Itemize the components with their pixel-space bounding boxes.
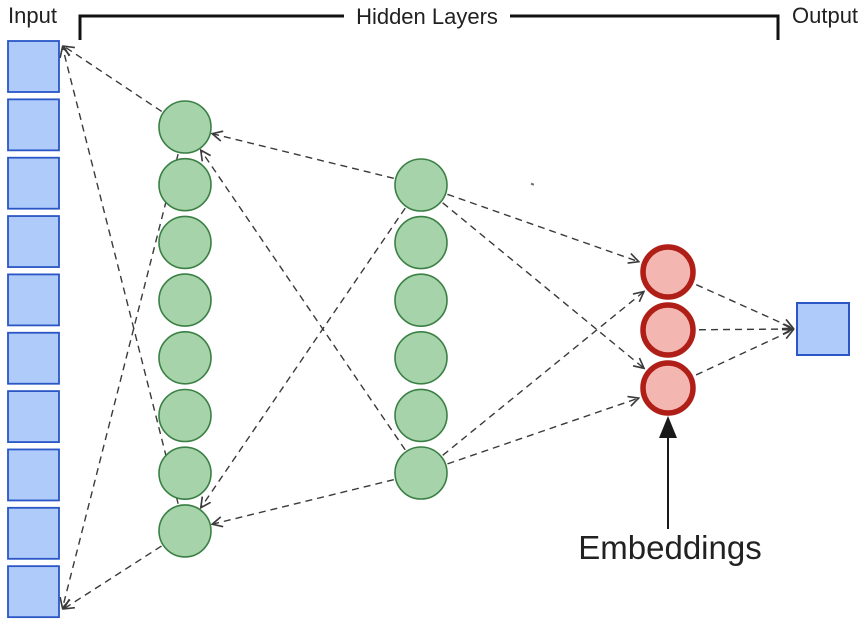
hidden-node bbox=[394, 330, 448, 385]
connector-line bbox=[442, 202, 644, 369]
hidden-layer-2 bbox=[394, 158, 448, 500]
input-node bbox=[7, 215, 60, 268]
hidden-node bbox=[158, 446, 212, 501]
hidden-node bbox=[158, 504, 212, 558]
connector-line bbox=[201, 150, 406, 451]
input-node bbox=[7, 331, 60, 385]
hidden-node bbox=[394, 446, 448, 500]
connector-line bbox=[442, 292, 644, 456]
hidden-node bbox=[158, 388, 212, 443]
input-node bbox=[7, 448, 60, 502]
connector-line bbox=[695, 330, 793, 376]
embeddings-arrowhead bbox=[659, 416, 677, 438]
connector-line bbox=[447, 193, 638, 261]
input-node bbox=[7, 506, 60, 560]
input-label: Input bbox=[8, 3, 57, 28]
input-node bbox=[7, 565, 60, 619]
connector-line bbox=[62, 153, 179, 608]
input-node bbox=[7, 390, 60, 444]
input-node bbox=[7, 273, 60, 327]
hidden-node bbox=[158, 100, 212, 154]
connector-lines bbox=[62, 46, 793, 609]
connector-line bbox=[698, 329, 793, 330]
input-node bbox=[7, 98, 60, 152]
hidden-node bbox=[394, 215, 448, 270]
hidden-node bbox=[158, 273, 212, 327]
connector-line bbox=[201, 207, 406, 508]
output-layer bbox=[796, 302, 850, 356]
hidden-layers-label: Hidden Layers bbox=[356, 4, 498, 29]
input-node bbox=[7, 156, 60, 210]
hidden-node bbox=[158, 157, 212, 212]
hidden-node bbox=[158, 330, 212, 385]
embeddings-label: Embeddings bbox=[578, 529, 761, 566]
connector-line bbox=[212, 134, 394, 179]
hidden-node bbox=[158, 215, 212, 270]
connector-line bbox=[64, 545, 162, 609]
embedding-node bbox=[640, 302, 696, 358]
stray-mark bbox=[530, 182, 535, 186]
input-node bbox=[7, 40, 60, 93]
output-label: Output bbox=[792, 3, 858, 28]
hidden-node bbox=[394, 158, 448, 212]
hidden-layers-label-background bbox=[344, 2, 510, 32]
connector-line bbox=[64, 46, 163, 113]
embedding-node bbox=[640, 244, 696, 300]
hidden-node bbox=[394, 388, 448, 443]
output-node bbox=[796, 302, 850, 356]
hidden-node bbox=[394, 273, 448, 328]
connector-line bbox=[62, 47, 179, 504]
embedding-layer bbox=[640, 244, 696, 416]
hidden-layer-1 bbox=[158, 100, 212, 558]
embedding-node bbox=[640, 360, 696, 416]
input-layer bbox=[7, 40, 60, 619]
connector-line bbox=[447, 398, 638, 465]
connector-line bbox=[695, 284, 793, 328]
connector-line bbox=[212, 478, 394, 525]
